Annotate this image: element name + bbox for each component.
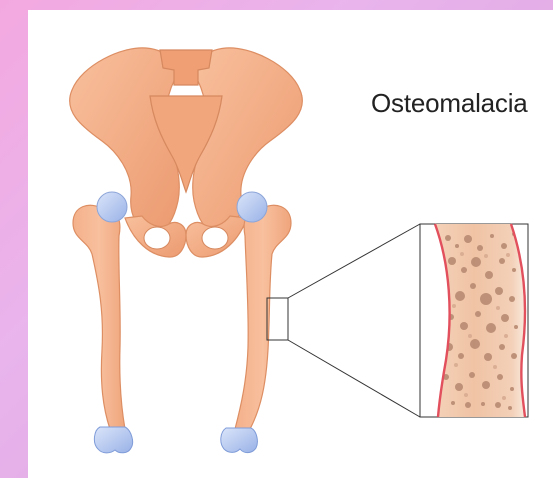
osteomalacia-illustration <box>28 10 553 478</box>
diagram-title: Osteomalacia <box>371 90 528 116</box>
right-obturator-foramen <box>202 227 228 249</box>
right-knee-joint <box>221 428 258 453</box>
left-femoral-head <box>97 192 127 222</box>
right-femoral-head <box>237 192 267 222</box>
callout-line-bottom <box>288 340 420 417</box>
left-knee-joint <box>94 427 132 453</box>
magnification-callout <box>267 224 528 417</box>
magnified-region-box <box>267 298 288 340</box>
left-femur <box>73 192 133 453</box>
diagram-panel: Osteomalacia <box>28 10 553 478</box>
left-obturator-foramen <box>144 227 170 249</box>
callout-line-top <box>288 224 420 298</box>
